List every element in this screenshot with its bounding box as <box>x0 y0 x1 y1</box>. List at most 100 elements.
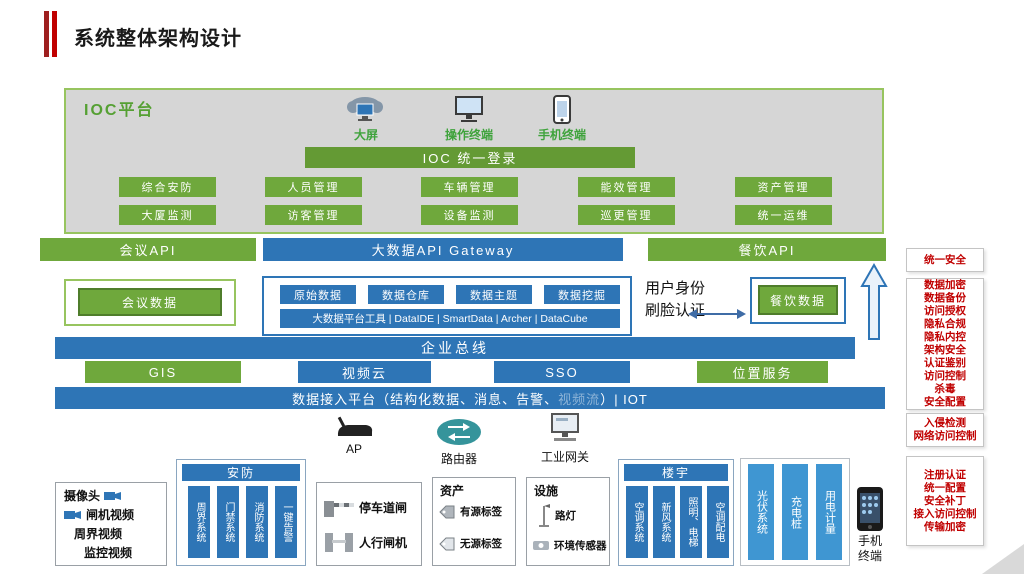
bigdata-module-button: 数据主题 <box>456 285 532 304</box>
asset-item: 无源标签 <box>460 538 502 550</box>
parking-item: 停车道闸 <box>359 500 408 515</box>
bigdata-module-button: 数据挖掘 <box>544 285 620 304</box>
tag-icon <box>439 537 455 550</box>
terminal-label: 操作终端 <box>444 128 493 142</box>
ap-label: AP <box>345 442 362 456</box>
smartphone-icon <box>857 487 883 531</box>
sidebar-line: 安全配置 <box>924 396 966 408</box>
gateway-icon <box>551 413 579 441</box>
camera-item: 周界视频 <box>74 527 123 541</box>
bigdata-module-button: 数据仓库 <box>368 285 444 304</box>
security-box-header: 安防 <box>182 464 300 481</box>
mobile-terminal-icon <box>553 95 571 124</box>
security-bar: 周界系统 <box>188 486 210 558</box>
sidebar-line: 安全补丁 <box>924 494 966 507</box>
sidebar-line: 架构安全 <box>924 344 966 356</box>
street-lamp-icon <box>539 504 550 527</box>
camera-item: 监控视频 <box>84 546 133 560</box>
meeting-api-bar: 会议API <box>40 238 256 261</box>
sidebar-line: 隐私内控 <box>924 331 966 343</box>
sidebar-line: 统一配置 <box>924 481 966 494</box>
dining-data-button: 餐饮数据 <box>758 285 838 315</box>
phone-terminal-label-line: 终端 <box>857 549 882 563</box>
sidebar-unified-security: 统一安全 <box>906 248 984 272</box>
sidebar-access-security: 注册认证 统一配置 安全补丁 接入访问控制 传输加密 <box>906 456 984 546</box>
big-screen-icon <box>347 97 383 121</box>
identity-note-line: 用户身份 <box>645 280 706 297</box>
camera-icon <box>64 511 81 519</box>
sidebar-line: 访问控制 <box>924 370 966 382</box>
bigdata-api-gateway-bar: 大数据API Gateway <box>263 238 623 261</box>
security-bar: 一键告警 <box>275 486 297 558</box>
asset-item: 有源标签 <box>460 506 502 518</box>
turnstile-icon <box>325 533 353 552</box>
sidebar-line: 统一安全 <box>924 253 966 266</box>
sidebar-line: 数据备份 <box>924 292 966 304</box>
building-bar: 空调系统 <box>626 486 648 558</box>
bigdata-tools-bar: 大数据平台工具 | DataIDE | SmartData | Archer |… <box>280 309 620 328</box>
facility-item: 路灯 <box>555 509 576 522</box>
gateway-label: 工业网关 <box>540 450 589 464</box>
sidebar-line: 杀毒 <box>934 383 956 395</box>
security-bar: 消防系统 <box>246 486 268 558</box>
title-accent-bar <box>44 11 49 57</box>
building-box-header: 楼宇 <box>624 464 728 481</box>
up-arrow-icon <box>860 262 888 340</box>
facility-box-title: 设施 <box>534 484 559 498</box>
meeting-data-button: 会议数据 <box>78 288 222 316</box>
energy-bar: 用电计量 <box>816 464 842 560</box>
sidebar-line: 认证鉴别 <box>924 357 966 369</box>
energy-bar: 充电桩 <box>782 464 808 560</box>
sidebar-line: 接入访问控制 <box>913 507 977 520</box>
camera-box: 摄像头 闸机视频 周界视频 监控视频 <box>55 482 167 566</box>
access-platform-faded-text: 视频流 <box>558 391 601 407</box>
ioc-module-button: 访客管理 <box>265 205 362 225</box>
router-label: 路由器 <box>440 452 477 466</box>
ioc-module-button: 能效管理 <box>578 177 675 197</box>
access-platform-text: ）| IOT <box>600 391 648 407</box>
page-title: 系统整体架构设计 <box>74 28 242 50</box>
sidebar-line: 数据加密 <box>924 279 966 291</box>
sidebar-line: 网络访问控制 <box>913 430 977 442</box>
asset-box: 资产 有源标签 无源标签 <box>432 477 516 566</box>
ioc-module-button: 巡更管理 <box>578 205 675 225</box>
energy-bar: 光伏系统 <box>748 464 774 560</box>
camera-icon <box>104 492 122 500</box>
ioc-platform-label: IOC平台 <box>84 102 155 119</box>
sidebar-data-security: 数据加密 数据备份 访问授权 隐私合规 隐私内控 架构安全 认证鉴别 访问控制 … <box>906 278 984 410</box>
sidebar-line: 访问授权 <box>924 305 966 317</box>
ioc-module-button: 车辆管理 <box>421 177 518 197</box>
corner-decoration <box>982 544 1024 574</box>
ioc-login-bar: IOC 统一登录 <box>305 147 635 168</box>
sso-service-bar: SSO <box>494 361 630 383</box>
parking-gate-icon <box>324 501 354 517</box>
router-icon <box>437 419 481 445</box>
gis-service-bar: GIS <box>85 361 241 383</box>
building-bar: 照明、电梯 <box>680 486 702 558</box>
sidebar-line: 隐私合规 <box>924 318 966 330</box>
sensor-icon <box>533 541 549 550</box>
ioc-module-button: 人员管理 <box>265 177 362 197</box>
building-bar: 新风系统 <box>653 486 675 558</box>
ioc-module-button: 设备监测 <box>421 205 518 225</box>
operator-terminal-icon <box>455 96 483 122</box>
parking-box: 停车道闸 人行闸机 <box>316 482 422 566</box>
phone-terminal-label-line: 手机 <box>857 534 882 548</box>
sidebar-network-security: 入侵检测 网络访问控制 <box>906 413 984 447</box>
dining-api-bar: 餐饮API <box>648 238 886 261</box>
bigdata-module-button: 原始数据 <box>280 285 356 304</box>
double-arrow-icon <box>688 309 746 319</box>
enterprise-bus-bar: 企业总线 <box>55 337 855 359</box>
asset-box-title: 资产 <box>440 484 465 498</box>
facility-box: 设施 路灯 环境传感器 <box>526 477 610 566</box>
terminal-label: 大屏 <box>353 128 378 142</box>
data-access-platform-bar: 数据接入平台（结构化数据、消息、告警、视频流）| IOT <box>55 387 885 409</box>
sidebar-line: 入侵检测 <box>924 417 966 429</box>
ap-icon <box>337 416 373 436</box>
ioc-module-button: 统一运维 <box>735 205 832 225</box>
camera-box-title: 摄像头 <box>64 489 101 503</box>
phone-terminal-label: 手机 终端 <box>848 534 892 564</box>
parking-item: 人行闸机 <box>359 535 408 550</box>
ioc-module-button: 资产管理 <box>735 177 832 197</box>
